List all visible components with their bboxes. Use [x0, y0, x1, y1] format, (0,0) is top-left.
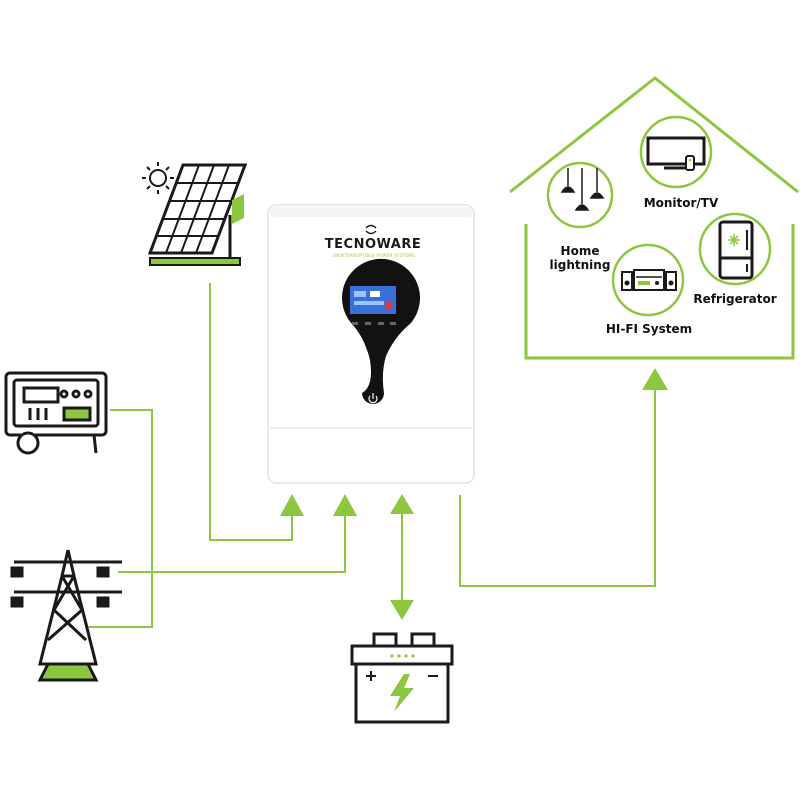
inverter-brand: TECNOWARE — [324, 237, 422, 252]
inverter-tagline: UNINTERRUPTIBLE POWER SYSTEMS — [333, 253, 415, 258]
label-refrigerator: Refrigerator — [693, 292, 777, 306]
ceiling-lamp-icon — [560, 168, 605, 211]
power-button-icon — [368, 393, 378, 404]
inverter-icon — [267, 204, 475, 484]
battery-down-arrow-icon — [390, 600, 414, 620]
refrigerator-icon — [718, 220, 754, 280]
grid-line — [118, 512, 346, 573]
arrow-heads — [280, 368, 668, 620]
solar-line — [209, 283, 293, 541]
battery-icon — [350, 632, 454, 724]
output-line — [459, 385, 656, 587]
grid-arrow-icon — [333, 494, 357, 516]
label-monitor-tv: Monitor/TV — [643, 196, 719, 210]
hifi-circle — [611, 243, 685, 317]
generator-icon — [4, 371, 108, 455]
power-pylon-icon — [10, 549, 122, 682]
solar-panel-icon — [147, 163, 248, 266]
stereo-icon — [621, 269, 677, 291]
house-icon — [509, 76, 799, 360]
logo-icon — [365, 224, 377, 235]
solar-arrow-icon — [280, 494, 304, 516]
battery-up-arrow-icon — [390, 494, 414, 514]
lamp-circle — [546, 161, 614, 229]
house-arrow-icon — [642, 368, 668, 390]
tv-circle — [639, 115, 713, 189]
label-hifi-system: HI-FI System — [605, 322, 693, 336]
fridge-circle — [698, 212, 772, 286]
connection-lines — [58, 283, 656, 628]
sun-icon — [142, 162, 174, 194]
generator-line — [58, 409, 153, 628]
tv-icon — [646, 136, 706, 171]
label-home-lighting: Home lightning — [549, 244, 611, 272]
